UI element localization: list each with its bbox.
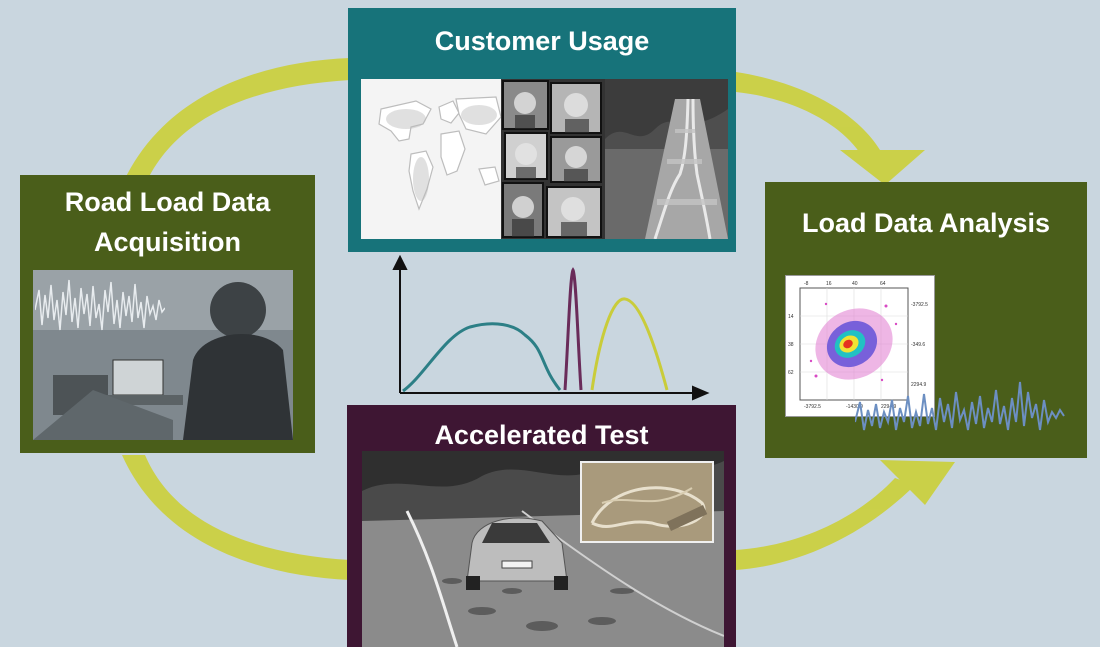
arrow-arc-bottom-right bbox=[736, 478, 915, 570]
center-distribution-graph bbox=[392, 255, 710, 401]
accelerated-test-panel: Accelerated Test bbox=[347, 405, 736, 647]
arrow-head-top-right bbox=[840, 150, 925, 185]
customer-usage-image bbox=[361, 79, 728, 239]
customer-usage-title: Customer Usage bbox=[434, 26, 650, 56]
axes-arrows-icon bbox=[392, 255, 710, 401]
load-data-analysis-panel: Load Data Analysis -8 16 40 64 14 bbox=[765, 182, 1087, 458]
accelerated-test-image bbox=[362, 451, 724, 647]
load-data-analysis-title: Load Data Analysis bbox=[801, 208, 1051, 238]
arrow-arc-top-right bbox=[736, 72, 880, 156]
svg-text:-8: -8 bbox=[804, 281, 809, 287]
heatmap-plot-icon: -8 16 40 64 14 38 62 -3792.5 -349.6 2294.9 -379… bbox=[788, 281, 928, 410]
svg-text:64: 64 bbox=[880, 281, 886, 287]
road-load-title-line2: Acquisition bbox=[94, 227, 241, 257]
arrow-arc-bottom-left bbox=[122, 455, 350, 580]
test-track-aerial-inset-icon bbox=[580, 461, 714, 543]
svg-text:14: 14 bbox=[788, 314, 794, 320]
arrow-arc-top-left bbox=[122, 58, 350, 185]
svg-text:-1430.9: -1430.9 bbox=[846, 404, 863, 410]
road-load-title-line1: Road Load Data bbox=[64, 187, 271, 217]
svg-text:40: 40 bbox=[852, 281, 858, 287]
svg-text:-3792.5: -3792.5 bbox=[804, 404, 821, 410]
svg-text:2294.9: 2294.9 bbox=[881, 404, 897, 410]
svg-text:2294.9: 2294.9 bbox=[911, 382, 927, 388]
accelerated-test-title: Accelerated Test bbox=[434, 420, 649, 450]
waveform-icon bbox=[35, 279, 165, 331]
svg-text:62: 62 bbox=[788, 370, 794, 376]
svg-text:16: 16 bbox=[826, 281, 832, 287]
heatmap-plot: -8 16 40 64 14 38 62 -3792.5 -349.6 2294.9 -379… bbox=[785, 275, 935, 417]
face-collage-icon bbox=[501, 79, 605, 239]
distribution-curves-icon bbox=[402, 267, 669, 393]
road-load-panel: Road Load Data Acquisition bbox=[20, 175, 315, 453]
world-map-icon bbox=[361, 79, 502, 239]
road-load-image bbox=[33, 270, 293, 440]
engineer-laptop-photo-icon bbox=[33, 270, 293, 440]
svg-text:-349.6: -349.6 bbox=[911, 342, 925, 348]
customer-usage-panel: Customer Usage bbox=[348, 8, 736, 252]
analysis-waveform-icon bbox=[855, 381, 1065, 431]
svg-text:-3792.5: -3792.5 bbox=[911, 302, 928, 308]
rolling-road-icon bbox=[605, 79, 728, 239]
arrow-head-bottom-right bbox=[880, 460, 955, 505]
svg-text:38: 38 bbox=[788, 342, 794, 348]
